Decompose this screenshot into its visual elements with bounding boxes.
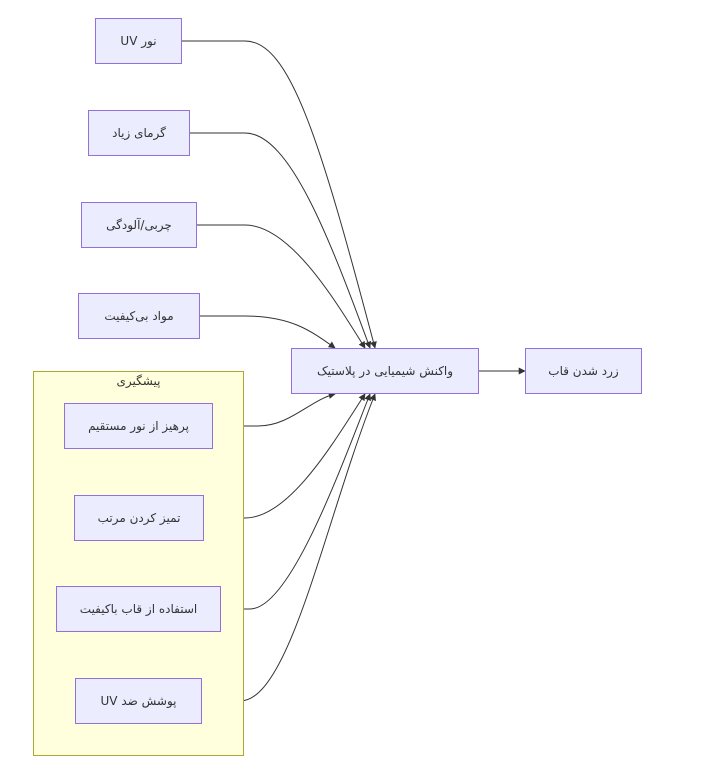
edge-uv-coating-to-reaction — [202, 393, 376, 702]
prevention-cluster-title: پیشگیری — [116, 374, 161, 388]
node-uv-light[interactable]: نور UV — [95, 18, 182, 64]
node-avoid-direct-light[interactable]: پرهیز از نور مستقیم — [64, 403, 213, 449]
edge-low-quality-to-reaction — [200, 315, 336, 349]
edge-quality-case-to-reaction — [221, 393, 371, 610]
edge-uv-light-to-reaction — [182, 40, 377, 349]
node-regular-cleaning[interactable]: تمیز کردن مرتب — [74, 495, 204, 541]
node-high-heat[interactable]: گرمای زیاد — [88, 110, 190, 156]
edge-clean-to-reaction — [204, 393, 366, 519]
node-uv-coating[interactable]: پوشش ضد UV — [75, 678, 202, 724]
node-chemical-reaction[interactable]: واکنش شیمیایی در پلاستیک — [291, 348, 479, 394]
node-grease-dirt[interactable]: چربی/آلودگی — [81, 202, 197, 248]
edge-high-heat-to-reaction — [190, 132, 372, 349]
edge-grease-to-reaction — [197, 224, 366, 349]
edge-avoid-light-to-reaction — [213, 392, 336, 427]
node-low-quality-material[interactable]: مواد بی‌کیفیت — [78, 293, 200, 339]
node-quality-case[interactable]: استفاده از قاب باکیفیت — [56, 586, 221, 632]
node-case-yellowing[interactable]: زرد شدن قاب — [525, 348, 642, 394]
